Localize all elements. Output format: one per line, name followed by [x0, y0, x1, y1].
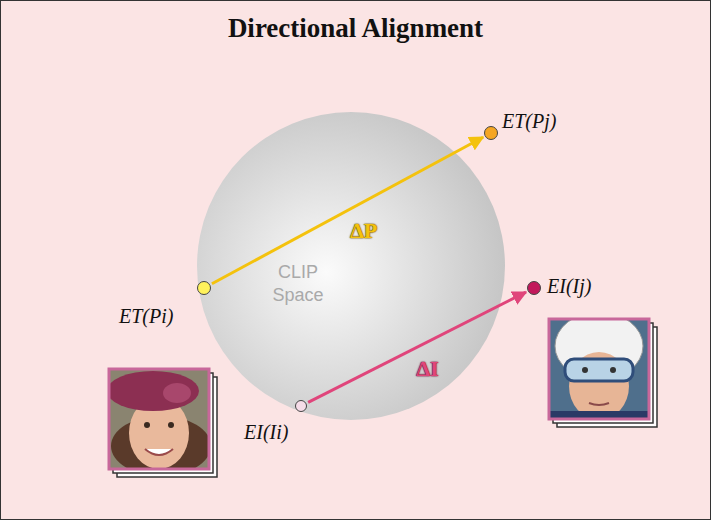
hat: [109, 371, 199, 411]
connector-layer: [1, 1, 710, 519]
mouth: [589, 403, 609, 405]
illustration: [1, 1, 710, 519]
eye: [582, 367, 588, 373]
sphere-circle: [197, 112, 505, 420]
space-label: CLIP Space: [256, 261, 340, 308]
hat-bow: [163, 383, 191, 403]
photo-frame: [549, 319, 649, 419]
panel: Directional AlignmentCLIP Space ET(Pj) ET(…: [0, 0, 711, 520]
embedding-point: EI(Ij): [527, 281, 541, 295]
face-photo-left: [107, 369, 217, 477]
embedding-point: ET(Pi): [197, 281, 211, 295]
edge-label: ΔP: [350, 218, 377, 244]
diagram-title: Directional Alignment: [1, 13, 710, 44]
edge-label: ΔI: [416, 356, 438, 382]
embedding-point: ET(Pj): [484, 126, 498, 140]
clip-space-sphere: CLIP Space: [196, 111, 506, 421]
point-label: ET(Pi): [119, 305, 173, 328]
eye: [168, 422, 174, 428]
photo-frame: [109, 369, 209, 469]
helmet: [555, 319, 643, 380]
eye: [610, 367, 616, 373]
embedding-point: EI(Ii): [295, 400, 307, 412]
goggles: [565, 359, 633, 381]
point-label: ET(Pj): [502, 110, 556, 133]
sphere-shape: [196, 111, 506, 421]
face-photo-right: [549, 312, 657, 427]
point-label: EI(Ii): [244, 421, 288, 444]
point-label: EI(Ij): [547, 275, 591, 298]
smile: [145, 449, 173, 455]
eye: [144, 422, 150, 428]
